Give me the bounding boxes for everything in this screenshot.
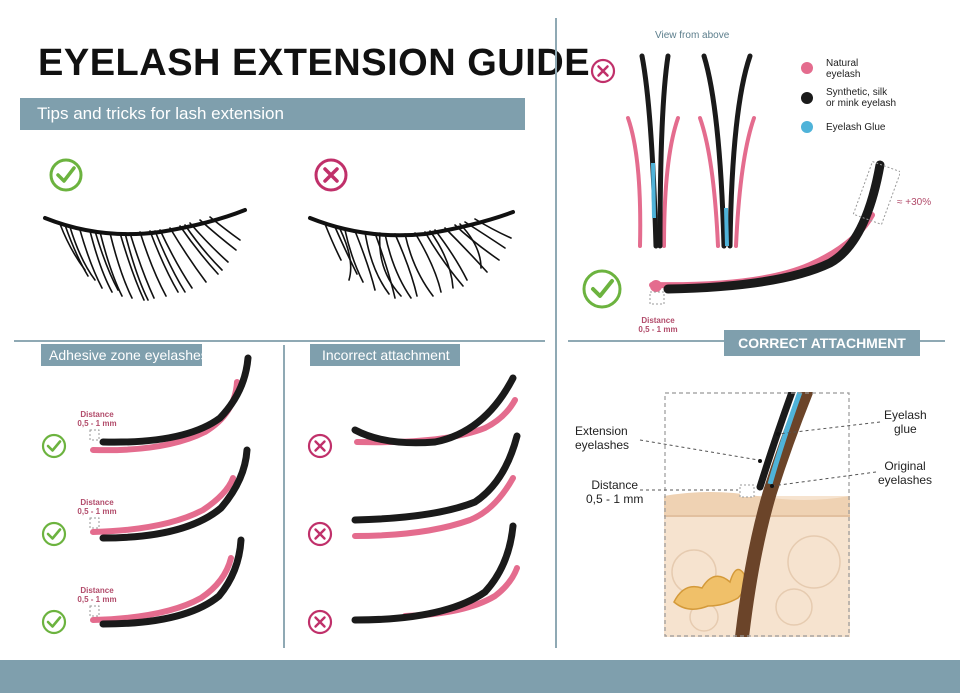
check-icon xyxy=(41,609,67,635)
correct-attachment-header: CORRECT ATTACHMENT xyxy=(724,330,920,356)
side-view-lash xyxy=(649,160,900,305)
cross-icon xyxy=(590,58,616,84)
adhesive-lashes xyxy=(89,354,252,628)
check-icon xyxy=(582,269,622,309)
incorrect-lashes xyxy=(351,374,521,624)
percent-label: ≈ +30% xyxy=(897,197,932,208)
cross-icon xyxy=(314,158,348,192)
cross-icon xyxy=(307,609,333,635)
legend-glue-label: Eyelash Glue xyxy=(826,122,886,133)
check-icon xyxy=(41,521,67,547)
lashes-top-view xyxy=(626,53,756,249)
incorrect-attachment-header: Incorrect attachment xyxy=(310,344,460,366)
adhesive-zone-header: Adhesive zone eyelashes xyxy=(41,344,208,366)
footer-bar xyxy=(0,660,960,693)
legend-glue-dot xyxy=(801,121,813,133)
legend-natural-dot xyxy=(801,62,813,74)
check-icon xyxy=(41,433,67,459)
subtitle: Tips and tricks for lash extension xyxy=(37,104,284,123)
incorrect-lash-eye xyxy=(308,210,515,299)
cross-icon xyxy=(307,433,333,459)
check-icon xyxy=(49,158,83,192)
legend-synthetic-dot xyxy=(801,92,813,104)
view-from-above-label: View from above xyxy=(655,30,730,41)
correct-lash-eye xyxy=(43,208,247,301)
callout-lines xyxy=(639,421,881,491)
cross-icon xyxy=(307,521,333,547)
subtitle-banner xyxy=(20,98,525,130)
skin-cross-section xyxy=(664,392,850,637)
page-title: EYELASH EXTENSION GUIDE xyxy=(38,42,591,84)
